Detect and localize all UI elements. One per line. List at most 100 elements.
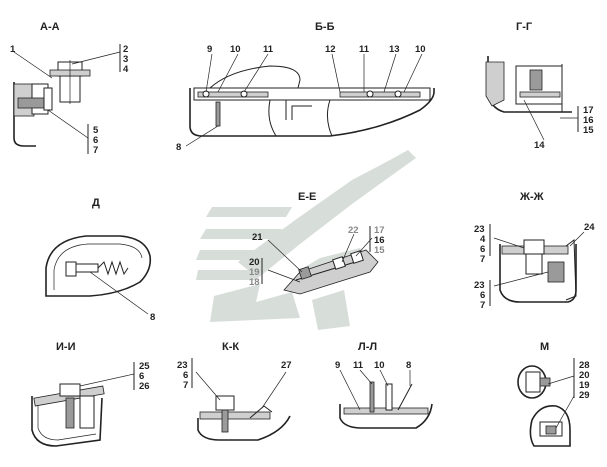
label-20: 20 <box>249 257 260 268</box>
label-18: 18 <box>249 277 260 288</box>
section-bb: Б-Б 9 10 11 12 11 13 10 8 <box>176 21 435 153</box>
section-kk-title: К-К <box>222 341 239 353</box>
aa-panel-edge <box>13 82 36 147</box>
label-19-m: 19 <box>579 380 590 391</box>
label-24: 24 <box>584 222 595 233</box>
section-aa-title: А-А <box>40 21 60 33</box>
section-bb-title: Б-Б <box>315 21 335 33</box>
ll-rod <box>397 383 413 411</box>
gg-bracket <box>485 61 505 107</box>
m-upper-bolt <box>539 377 551 387</box>
zz-clamp <box>547 261 565 283</box>
ii-bolt <box>65 397 75 429</box>
label-23-k: 23 <box>177 360 188 371</box>
aa-leader-1 <box>13 51 53 79</box>
label-8: 8 <box>176 142 181 153</box>
label-4-z: 4 <box>480 234 486 245</box>
kk-bolt <box>221 409 229 433</box>
label-9-l: 9 <box>335 360 340 371</box>
zz-top-nut <box>523 239 545 255</box>
label-14: 14 <box>534 140 545 151</box>
kk-strip <box>199 411 271 420</box>
label-21: 21 <box>252 232 263 243</box>
gg-nut <box>529 69 543 91</box>
label-8-d: 8 <box>150 312 155 323</box>
label-16-e: 16 <box>374 235 385 246</box>
ll-shell <box>339 403 433 429</box>
bb-strip-right <box>339 91 421 98</box>
d-spring <box>97 260 129 276</box>
label-17-e: 17 <box>374 225 385 236</box>
aa-leader-5 <box>47 109 89 139</box>
label-6-i: 6 <box>139 371 144 382</box>
label-2: 2 <box>123 44 128 55</box>
label-7-k: 7 <box>183 380 188 391</box>
aa-bolt-shank <box>17 97 47 109</box>
label-7-z: 7 <box>480 254 485 265</box>
section-m: М 28 20 19 29 <box>517 341 590 447</box>
section-aa: А-А 1 2 3 4 5 6 7 <box>10 21 129 156</box>
aa-leader-2 <box>71 51 121 65</box>
label-27: 27 <box>281 360 292 371</box>
label-8-l: 8 <box>406 360 411 371</box>
label-11: 11 <box>263 44 274 55</box>
bb-shell <box>189 88 435 137</box>
label-6-z: 6 <box>480 244 485 255</box>
ii-nut <box>59 383 81 397</box>
label-6b-z: 6 <box>480 290 485 301</box>
bb-seam-2 <box>326 99 333 137</box>
label-29: 29 <box>579 390 590 401</box>
kk-clip <box>249 405 273 419</box>
zz-bolt-head <box>525 253 543 275</box>
m-lower-bolt <box>545 425 557 435</box>
label-25: 25 <box>139 361 150 372</box>
label-3: 3 <box>123 54 128 65</box>
label-23: 23 <box>474 224 485 235</box>
label-7: 7 <box>93 145 98 156</box>
label-12: 12 <box>325 44 336 55</box>
label-6-k: 6 <box>183 370 188 381</box>
bb-seam-1 <box>268 99 277 137</box>
label-23b: 23 <box>474 280 485 291</box>
label-28: 28 <box>579 360 590 371</box>
label-15-e: 15 <box>374 245 385 256</box>
section-zz-title: Ж-Ж <box>519 191 544 203</box>
section-gg-title: Г-Г <box>516 21 533 33</box>
label-10-l: 10 <box>374 360 385 371</box>
section-d-title: Д <box>92 197 100 209</box>
d-outline <box>45 235 152 297</box>
section-ee: Е-Е 21 20 19 18 22 17 16 15 <box>249 191 385 295</box>
bb-tube-inner <box>291 105 312 120</box>
label-26: 26 <box>139 381 150 392</box>
m-upper-bracket <box>525 371 541 393</box>
section-ll: Л-Л 9 11 10 8 <box>335 341 433 429</box>
section-ii: И-И 25 6 26 <box>31 341 150 447</box>
label-4: 4 <box>123 64 129 75</box>
d-inner-outline <box>53 243 143 290</box>
gg-strip <box>519 91 561 98</box>
ll-pin <box>369 381 375 413</box>
label-10: 10 <box>230 44 241 55</box>
label-5: 5 <box>93 125 99 136</box>
label-19: 19 <box>249 267 260 278</box>
label-15: 15 <box>583 125 594 136</box>
label-6: 6 <box>93 135 98 146</box>
bb-pin <box>215 101 221 127</box>
label-17: 17 <box>583 105 594 116</box>
bb-rail <box>193 87 431 101</box>
d-pin-body <box>75 263 99 273</box>
label-13: 13 <box>389 44 400 55</box>
label-20-m: 20 <box>579 370 590 381</box>
section-gg: Г-Г 17 16 15 14 <box>485 21 594 151</box>
bb-tube <box>285 99 310 120</box>
label-7b-z: 7 <box>480 300 485 311</box>
ii-panel-edge <box>31 396 103 447</box>
label-16: 16 <box>583 115 594 126</box>
section-ll-title: Л-Л <box>358 341 377 353</box>
ii-clamp <box>79 395 95 429</box>
label-22: 22 <box>348 225 359 236</box>
kk-shell <box>197 415 291 441</box>
label-1: 1 <box>10 44 16 55</box>
label-9: 9 <box>207 44 212 55</box>
